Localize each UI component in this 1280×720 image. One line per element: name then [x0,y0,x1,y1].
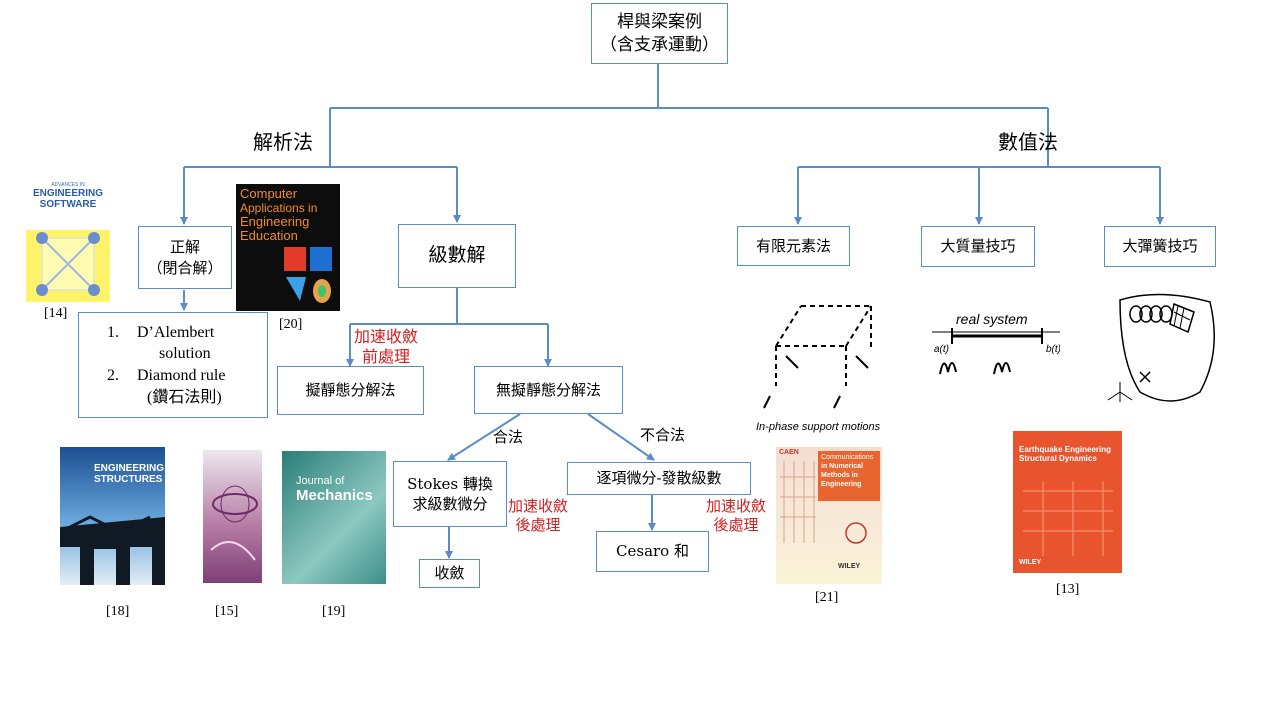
cover-journal-low-frequency-noise [203,450,262,583]
bigspring-label: 大彈簧技巧 [1122,237,1198,256]
ref-13: [13] [1056,582,1080,597]
aes-line3: SOFTWARE [39,199,97,210]
legal-label: 合法 [493,428,524,446]
cnme-line1: Communications [821,454,874,461]
exact-methods-list: 1. D’Alembert solution 2. Diamond rule (… [78,312,268,418]
post2-line1: 加速收斂 [706,497,767,515]
post2-line2: 後處理 [713,515,759,534]
list-num-2: 2. [107,367,119,384]
cover-journal-of-mechanics: Journal of Mechanics [282,451,386,584]
inphase-caption: In-phase support motions [756,421,881,433]
termwise-diff-node: 逐項微分-發散級數 [567,462,751,495]
cesaro-label: Cesaro 和 [616,542,689,561]
pre-line1: 加速收斂 [354,327,419,346]
stokes-line1: Stokes 轉換 [407,474,493,493]
list-item-diamond-rule: Diamond rule [137,367,226,384]
cover-communications-numerical-methods: CAEN Communications in Numerical Methods… [776,447,882,584]
big-mass-node: 大質量技巧 [921,226,1035,267]
eesd-line1: Earthquake Engineering [1019,445,1112,454]
aes-cube-graphic [36,232,100,296]
cnme-line3: Methods in [821,472,858,479]
ref-21: [21] [815,590,839,605]
root-line1: 桿與梁案例 [617,11,702,32]
quasi-label: 擬靜態分解法 [305,381,396,400]
sketch-real-system: real system a(t) b(t) [932,311,1060,375]
root-line2: （含支承運動） [600,34,719,55]
arrow-to-stokes [447,413,521,461]
sketch-in-phase-support-motions: In-phase support motions [756,305,881,433]
cover-computer-applications-engineering-education: Computer Applications in Engineering Edu… [236,184,340,311]
converge-node: 收斂 [419,559,480,588]
es-bridge-silhouette [60,515,165,585]
cnme-line4: Engineering [821,481,862,488]
eesd-publisher: WILEY [1019,559,1042,566]
a-t-label: a(t) [934,344,949,355]
illegal-label: 不合法 [640,426,686,444]
list-item-dalembert-line2: solution [159,345,211,363]
list-num-1: 1. [107,323,119,341]
numeric-branch-label: 數值法 [998,130,1058,154]
post1-line1: 加速收斂 [508,497,569,515]
converge-label: 收斂 [434,564,465,583]
arrow-to-termwise [587,413,655,461]
list-item-dalembert: D’Alembert [137,323,215,341]
jm-line2: Mechanics [296,487,373,504]
eesd-cover-art [1023,481,1113,556]
exact-line2: （閉合解） [147,258,223,277]
ref-18: [18] [106,604,130,619]
cover-earthquake-engineering-structural-dynamics: Earthquake Engineering Structural Dynami… [1013,431,1122,573]
cnme-publisher: WILEY [838,563,861,570]
big-spring-node: 大彈簧技巧 [1104,226,1216,267]
no-quasi-static-node: 無擬靜態分解法 [474,366,623,414]
fem-label: 有限元素法 [755,236,831,255]
ref-14: [14] [44,306,68,321]
post-processing-label-1: 加速收斂 後處理 [508,497,568,535]
cover-advances-engineering-software: ADVANCES IN ENGINEERING SOFTWARE [26,178,110,302]
stokes-line2: 求級數微分 [412,495,488,513]
cnme-line2: in Numerical [821,463,864,470]
root-node: 桿與梁案例 （含支承運動） [591,3,728,64]
es-line2: STRUCTURES [94,474,163,485]
caee-line3: Engineering [240,214,310,229]
es-line1: ENGINEERING [94,463,165,474]
caee-line1: Computer [240,186,298,201]
post-processing-label-2: 加速收斂 後處理 [706,497,766,535]
fem-node: 有限元素法 [737,226,850,266]
eesd-line2: Structural Dynamics [1019,454,1097,463]
jm-line1: Journal of [296,475,345,487]
caee-line4: Education [240,228,298,243]
ref-20: [20] [279,317,303,332]
cnme-grid-art [780,461,867,544]
caee-line2: Applications in [240,201,318,215]
cover-engineering-structures: ENGINEERING STRUCTURES [60,447,165,585]
termwise-label: 逐項微分-發散級數 [596,469,722,488]
exact-solution-node: 正解 （閉合解） [138,226,232,289]
cnme-brand: CAEN [779,449,799,456]
post1-line2: 後處理 [515,515,561,534]
cesaro-sum-node: Cesaro 和 [596,531,709,572]
b-t-label: b(t) [1046,344,1060,355]
exact-line1: 正解 [169,238,200,257]
analytic-branch-label: 解析法 [253,130,313,154]
aes-line1: ADVANCES IN [51,182,85,188]
series-label: 級數解 [428,244,486,267]
series-solution-node: 級數解 [398,224,516,288]
ref-19: [19] [322,604,346,619]
noquasi-label: 無擬靜態分解法 [495,380,601,399]
pre-processing-label: 加速收斂 前處理 [354,327,418,367]
journal15-cover-art [210,485,258,561]
ref-15: [15] [215,604,239,619]
stokes-transform-node: Stokes 轉換 求級數微分 [393,461,507,527]
aes-line2: ENGINEERING [32,188,103,199]
quasi-static-node: 擬靜態分解法 [277,366,424,415]
bigmass-label: 大質量技巧 [940,237,1016,256]
sketch-big-spring [1107,293,1215,402]
real-system-caption: real system [956,311,1028,327]
pre-line2: 前處理 [362,347,411,366]
list-item-diamond-rule-line2: (鑽石法則) [147,388,222,406]
caee-cover-art [284,247,332,303]
